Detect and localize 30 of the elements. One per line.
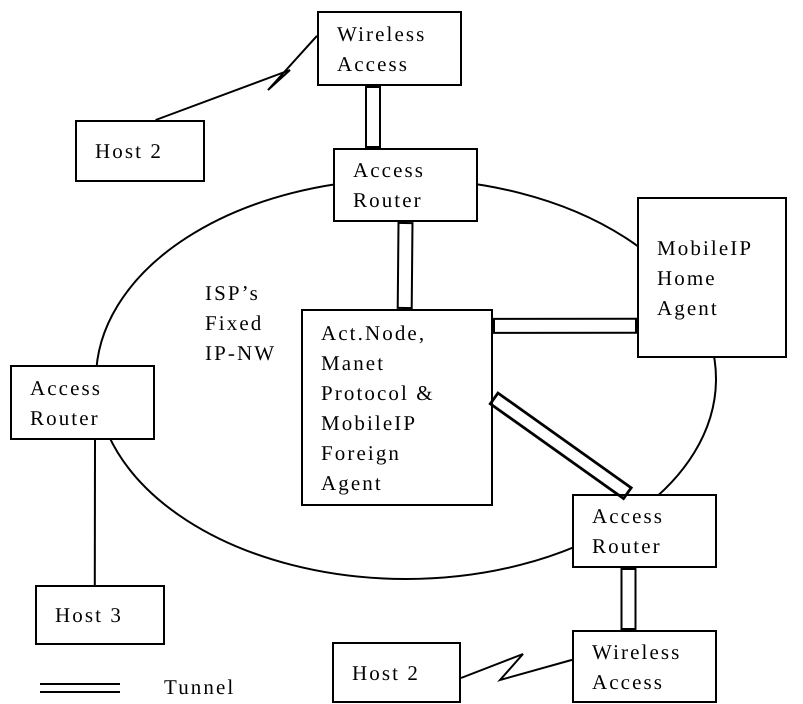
link-line	[94, 440, 96, 585]
network-box	[572, 630, 717, 703]
box-label: Access Router	[353, 157, 426, 214]
box-label: Host 2	[352, 660, 422, 686]
network-box	[301, 309, 493, 506]
network-box	[637, 197, 787, 358]
network-box	[332, 642, 461, 703]
network-box	[35, 585, 165, 645]
link-line	[460, 653, 572, 682]
tunnel-link	[493, 318, 637, 334]
tunnel-link	[396, 222, 414, 310]
network-box	[572, 494, 717, 568]
box-label: Host 3	[55, 602, 124, 629]
box-label: Access Router	[592, 503, 666, 560]
tunnel-link	[620, 568, 636, 630]
box-label: Host 2	[95, 138, 164, 165]
box-label: Act.Node, Manet Protocol & MobileIP Foreign Agent	[321, 320, 436, 496]
box-label: Access Router	[30, 374, 104, 432]
network-label: ISP’s Fixed IP-NW	[205, 280, 278, 367]
box-label: Wireless Access	[337, 20, 428, 78]
legend-label: Tunnel	[164, 674, 236, 701]
network-box	[75, 120, 205, 182]
box-label: MobileIP Home Agent	[657, 234, 754, 322]
network-box	[317, 11, 462, 86]
network-box	[333, 148, 478, 222]
network-box	[10, 365, 155, 440]
box-label: Wireless Access	[592, 638, 682, 696]
tunnel-link	[488, 391, 634, 501]
tunnel-link	[365, 86, 381, 148]
link-line	[155, 35, 318, 121]
